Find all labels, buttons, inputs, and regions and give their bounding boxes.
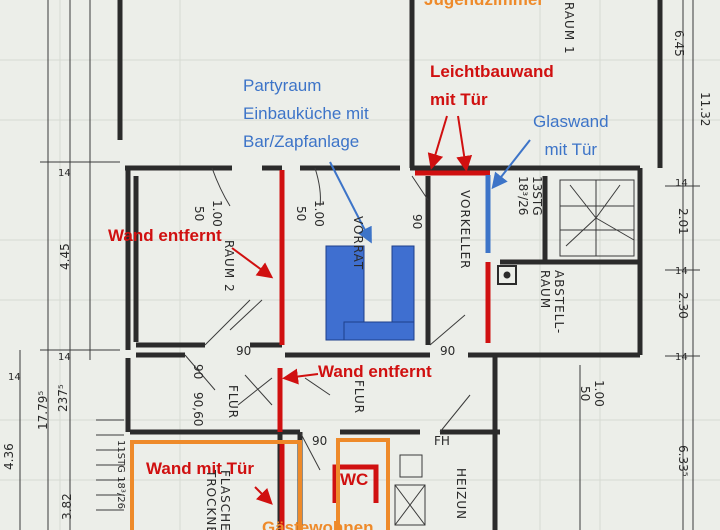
- room-label-heizung: HEIZUN: [454, 468, 468, 521]
- flaschen-line-2: TROCKNE: [204, 470, 218, 530]
- stairs-label-line-1: 13STG: [530, 176, 544, 216]
- dim-11-32: 11.32: [698, 92, 712, 127]
- dim-90-d: 90: [312, 434, 328, 448]
- room-label-vorkeller: VORKELLER: [458, 190, 472, 270]
- dim-237: 237⁵: [56, 384, 70, 412]
- dim-raum2-100: 1.00: [210, 200, 224, 227]
- annotation-wc: WC: [340, 470, 369, 489]
- dim-abstell-100: 1.00: [592, 380, 606, 407]
- room-label-flaschen: FLASCHE TROCKNE: [204, 470, 232, 530]
- dim-vorrat-50: 50: [294, 206, 308, 222]
- dim-4-36: 4.36: [2, 443, 16, 470]
- dim-14-a: 14: [58, 168, 71, 179]
- red-walls: [277, 170, 491, 530]
- partyraum-line-2: Einbauküche mit: [243, 104, 369, 123]
- annotation-gaestewohnen: Gästewohnen: [262, 518, 374, 530]
- arrows: [231, 115, 531, 505]
- leichtbauwand-line-2: mit Tür: [430, 90, 488, 109]
- kitchen-block: [325, 245, 415, 341]
- dim-14-b: 14: [58, 352, 71, 363]
- glaswand-line-1: Glaswand: [533, 112, 609, 131]
- stairs-label: 13STG 18³/26: [516, 176, 544, 216]
- partyraum-line-3: Bar/Zapfanlage: [243, 132, 360, 151]
- dim-6-33: 6.33⁵: [676, 445, 690, 477]
- dim-abstell-50: 50: [578, 386, 592, 402]
- dim-14-d: 14: [675, 178, 688, 189]
- dim-6-45: 6.45: [672, 30, 686, 57]
- annotation-partyraum: Partyraum Einbauküche mit Bar/Zapfanlage: [243, 72, 369, 156]
- dim-90-e: 90: [191, 364, 205, 380]
- stairs-lower-label: 11STG 18³/26: [115, 440, 126, 509]
- annotation-leichtbauwand: Leichtbauwand mit Tür: [430, 58, 554, 114]
- flaschen-line-1: FLASCHE: [218, 470, 232, 530]
- dim-90-c: 90: [410, 214, 424, 230]
- dim-90-b: 90: [440, 344, 456, 358]
- room-label-flur-left: FLUR: [226, 385, 240, 420]
- dim-14-c: 14: [8, 372, 21, 383]
- dim-14-e: 14: [675, 266, 688, 277]
- dim-90-a: 90: [236, 344, 252, 358]
- dim-3-82: 3.82: [60, 493, 74, 520]
- room-label-vorrat: VORRAT: [351, 216, 365, 271]
- stairs-label-line-2: 18³/26: [516, 176, 530, 216]
- glaswand-line-2: mit Tür: [544, 140, 598, 159]
- room-label-raum2: RAUM 2: [222, 240, 236, 293]
- dim-2-30: 2.30: [676, 292, 690, 319]
- annotation-jugendzimmer: Jugendzimmer: [424, 0, 544, 14]
- dim-raum2-50: 50: [192, 206, 206, 222]
- abstellraum-line-2: RAUM: [538, 270, 552, 310]
- thin-lines: [19, 0, 700, 530]
- dim-90-60: 90,60: [191, 392, 205, 427]
- partyraum-line-1: Partyraum: [243, 76, 322, 95]
- orange-outline: [130, 438, 390, 530]
- dim-fh: FH: [434, 434, 450, 448]
- abstellraum-line-1: ABSTELL-: [552, 270, 566, 335]
- room-label-raum1: RAUM 1: [562, 2, 576, 55]
- annotation-glaswand: Glaswand mit Tür: [533, 108, 609, 164]
- room-label-abstellraum: ABSTELL- RAUM: [538, 270, 566, 334]
- leichtbauwand-line-1: Leichtbauwand: [430, 62, 554, 81]
- dim-4-45: 4.45: [58, 243, 72, 270]
- dim-14-f: 14: [675, 352, 688, 363]
- chimney-block: [497, 265, 517, 285]
- annotation-wand-mit-tuer: Wand mit Tür: [146, 459, 254, 478]
- dim-vorrat-100: 1.00: [312, 200, 326, 227]
- annotation-wand-entfernt-left: Wand entfernt: [108, 226, 222, 245]
- annotation-wand-entfernt-mid: Wand entfernt: [318, 362, 432, 381]
- room-label-flur-mid: FLUR: [352, 380, 366, 415]
- dim-17-79: 17.79⁵: [36, 390, 50, 430]
- dim-2-01: 2.01: [676, 208, 690, 235]
